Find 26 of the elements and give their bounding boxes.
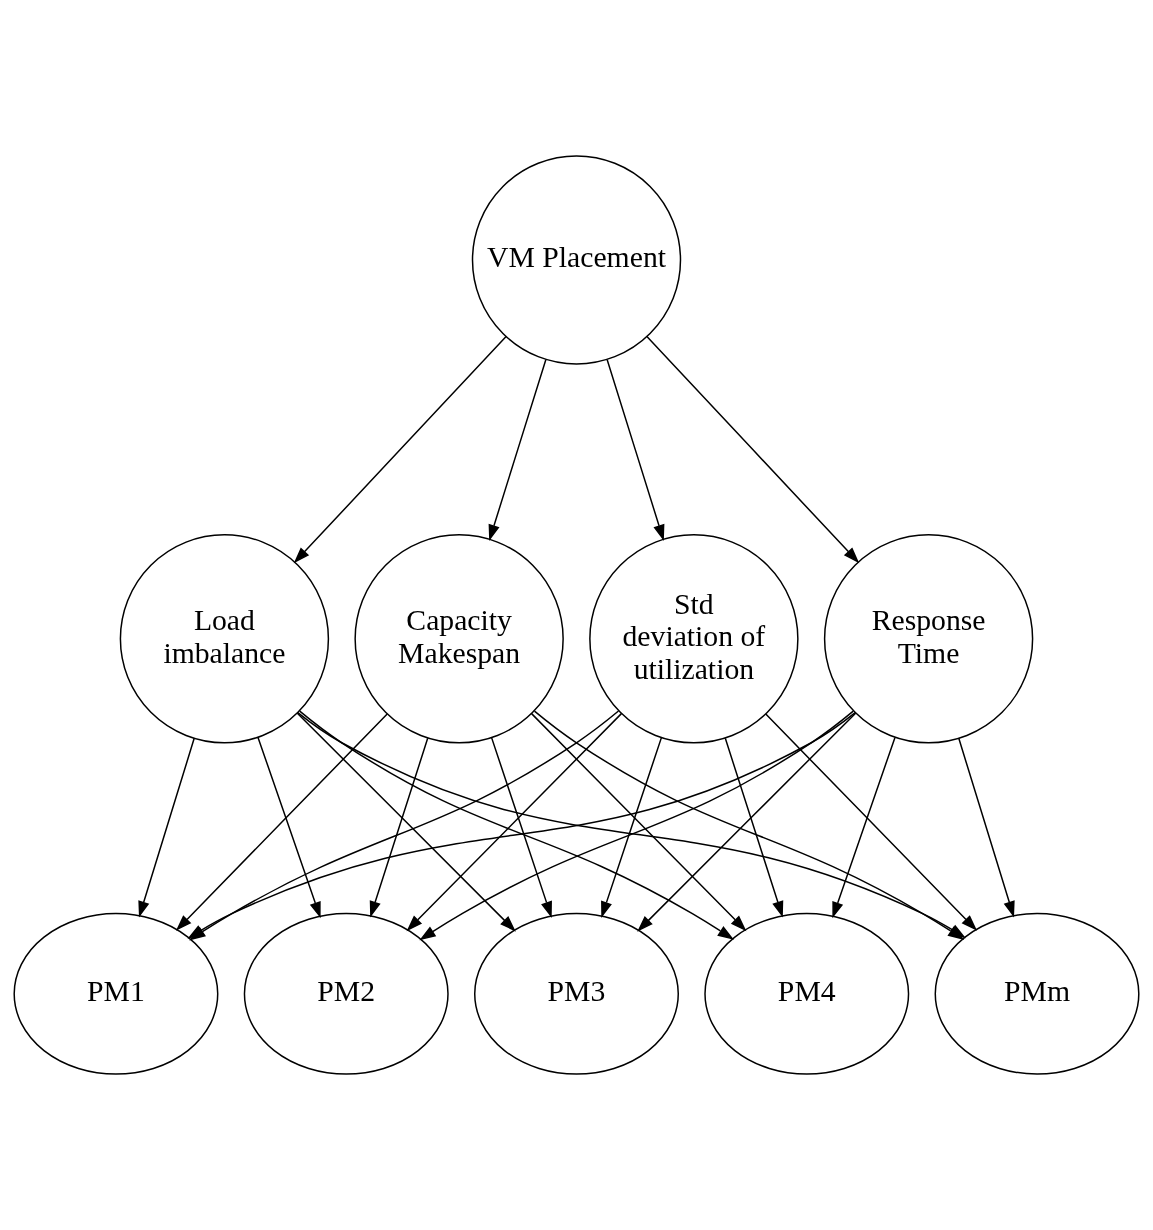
arrow (406, 712, 623, 932)
node-circle: Response Time (823, 534, 1034, 744)
node-circle: Std deviation of utilization (589, 534, 799, 744)
arrow (369, 737, 429, 918)
node-ellipse: PM3 (474, 912, 679, 1075)
arrow (296, 712, 516, 932)
arrow (530, 712, 747, 932)
arrow (832, 736, 896, 919)
arrow (488, 358, 547, 542)
arrow (293, 335, 507, 564)
arrow (637, 712, 857, 932)
node-circle: Capacity Makespan (354, 534, 564, 744)
arrow (646, 335, 860, 564)
arrow (724, 737, 784, 918)
arrow (175, 713, 388, 931)
arrow (257, 736, 321, 919)
arrow (299, 710, 734, 940)
arrow (958, 737, 1015, 918)
arrow (490, 737, 552, 918)
arrow (601, 737, 663, 918)
arrow (138, 737, 195, 918)
arrow (765, 713, 978, 931)
arrow (606, 358, 665, 542)
node-circle: Load imbalance (119, 534, 330, 744)
node-circle: VM Placement (471, 155, 682, 365)
arrow (419, 710, 854, 941)
